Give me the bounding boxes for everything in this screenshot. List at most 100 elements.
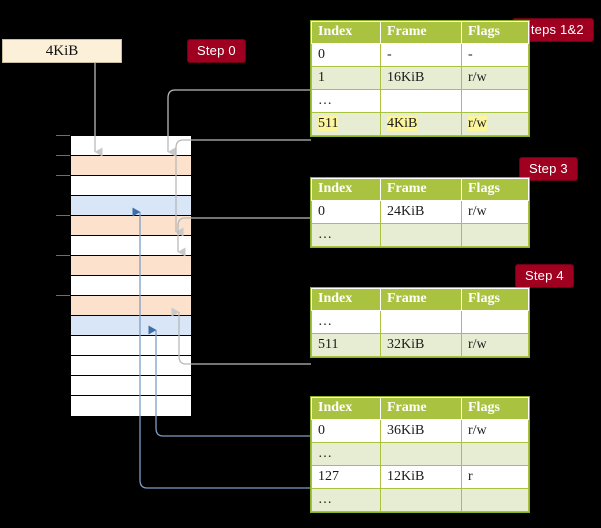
- table-row: 0 24KiB r/w: [311, 200, 529, 224]
- memory-frame-row: [71, 396, 191, 416]
- table-cell: 0: [311, 200, 381, 224]
- column-header: Frame: [380, 178, 462, 201]
- memory-frame-row: [71, 256, 191, 276]
- table-cell: 511: [311, 112, 381, 136]
- column-header: Flags: [461, 397, 529, 420]
- page-box-4kib: 4KiB: [2, 39, 122, 63]
- table-row: 0 36KiB r/w: [311, 419, 529, 443]
- cell-value: 0: [318, 422, 325, 438]
- table-cell: 16KiB: [380, 66, 462, 90]
- table-cell: r: [461, 465, 529, 489]
- cell-value: 4KiB: [387, 115, 418, 131]
- table-row: 511 4KiB r/w: [311, 112, 529, 136]
- memory-tick-mark: [56, 295, 70, 296]
- memory-frame-row: [71, 236, 191, 256]
- step-badge-label: Step 0: [197, 43, 236, 58]
- cell-value: 32KiB: [387, 336, 425, 352]
- table-row: …: [311, 442, 529, 466]
- memory-frame-row: [71, 176, 191, 196]
- step-badge-step0: Step 0: [188, 40, 245, 62]
- table-cell: r/w: [461, 112, 529, 136]
- table-cell: [380, 89, 462, 113]
- step-badge-step3: Step 3: [520, 158, 577, 180]
- column-header: Frame: [380, 397, 462, 420]
- memory-frame-row: [71, 316, 191, 336]
- table-cell: [461, 442, 529, 466]
- page-box-label: 4KiB: [45, 43, 79, 59]
- table-cell: 36KiB: [380, 419, 462, 443]
- table-cell: [380, 442, 462, 466]
- table-cell: r/w: [461, 66, 529, 90]
- table-cell: r/w: [461, 200, 529, 224]
- table-cell: [461, 310, 529, 334]
- cell-value: 0: [318, 203, 325, 219]
- cell-value: …: [318, 313, 332, 329]
- memory-tick-mark: [56, 135, 70, 136]
- step-badge-label: Steps 1&2: [522, 22, 584, 37]
- table-cell: 127: [311, 465, 381, 489]
- step-badge-label: Step 4: [525, 268, 564, 283]
- column-header: Index: [311, 397, 381, 420]
- cell-value: …: [318, 445, 332, 461]
- column-header: Index: [311, 178, 381, 201]
- cell-value: r/w: [468, 336, 487, 352]
- table-cell: …: [311, 310, 381, 334]
- column-header: Flags: [461, 21, 529, 44]
- table-cell: 4KiB: [380, 112, 462, 136]
- memory-frame-row: [71, 216, 191, 236]
- table-cell: 511: [311, 333, 381, 357]
- cell-value: 12KiB: [387, 468, 425, 484]
- table-row: 511 32KiB r/w: [311, 333, 529, 357]
- column-header: Index: [311, 288, 381, 311]
- table-row: …: [311, 223, 529, 247]
- column-header: Index: [311, 21, 381, 44]
- table-cell: r/w: [461, 333, 529, 357]
- memory-frame-row: [71, 136, 191, 156]
- cell-value: 36KiB: [387, 422, 425, 438]
- table-row: 127 12KiB r: [311, 465, 529, 489]
- table-cell: [461, 488, 529, 512]
- step-badge-step4: Step 4: [516, 265, 573, 287]
- table-row: 0 --: [311, 43, 529, 67]
- step-badge-step12: Steps 1&2: [513, 19, 593, 41]
- cell-value: 0: [318, 46, 325, 62]
- table-cell: …: [311, 442, 381, 466]
- table-cell: -: [380, 43, 462, 67]
- cell-value: r/w: [468, 422, 487, 438]
- cell-value: 1: [318, 69, 325, 85]
- memory-frame-row: [71, 356, 191, 376]
- column-header: Flags: [461, 178, 529, 201]
- step-badge-label: Step 3: [529, 161, 568, 176]
- table-row: …: [311, 89, 529, 113]
- memory-tick-mark: [56, 215, 70, 216]
- table-cell: -: [461, 43, 529, 67]
- cell-value: r/w: [468, 115, 487, 131]
- memory-tick-mark: [56, 255, 70, 256]
- table-cell: [461, 89, 529, 113]
- column-header: Frame: [380, 21, 462, 44]
- cell-value: -: [468, 46, 473, 62]
- table-cell: [380, 310, 462, 334]
- memory-frame-row: [71, 276, 191, 296]
- column-header: Frame: [380, 288, 462, 311]
- table-cell: 24KiB: [380, 200, 462, 224]
- cell-value: r/w: [468, 69, 487, 85]
- table-cell: [380, 488, 462, 512]
- memory-tick-mark: [56, 155, 70, 156]
- cell-value: r: [468, 468, 473, 484]
- table-cell: 0: [311, 43, 381, 67]
- table-row: …: [311, 310, 529, 334]
- cell-value: 16KiB: [387, 69, 425, 85]
- cell-value: 511: [318, 336, 339, 352]
- cell-value: …: [318, 92, 332, 108]
- cell-value: 127: [318, 468, 339, 484]
- table-cell: 0: [311, 419, 381, 443]
- cell-value: 24KiB: [387, 203, 425, 219]
